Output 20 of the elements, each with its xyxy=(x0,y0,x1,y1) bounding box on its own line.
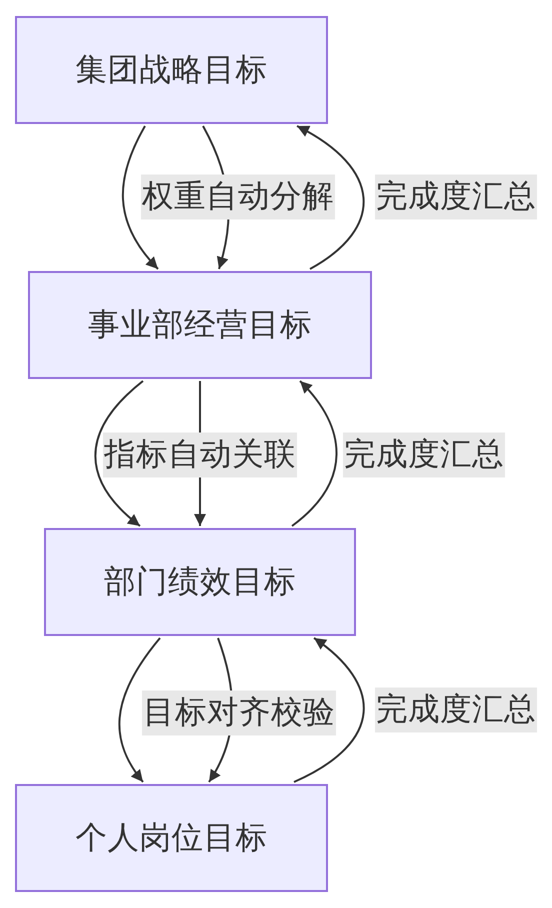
node-label: 集团战略目标 xyxy=(76,50,268,90)
node-label: 个人岗位目标 xyxy=(76,818,268,858)
arrow xyxy=(122,126,159,270)
edge-label: 指标自动关联 xyxy=(103,432,297,478)
edge-label: 权重自动分解 xyxy=(141,174,335,220)
edge-label: 完成度汇总 xyxy=(343,432,505,478)
edge-label: 完成度汇总 xyxy=(375,174,537,220)
arrow xyxy=(291,380,338,527)
arrow xyxy=(118,637,161,783)
node-label: 部门绩效目标 xyxy=(104,562,296,602)
edge-label: 目标对齐校验 xyxy=(142,690,336,736)
process-box xyxy=(15,16,328,124)
process-box xyxy=(44,528,356,636)
node-label: 事业部经营目标 xyxy=(88,306,312,345)
arrow xyxy=(94,380,144,527)
arrow xyxy=(296,125,364,270)
process-box xyxy=(28,271,372,379)
edge-label: 完成度汇总 xyxy=(375,688,537,732)
arrow xyxy=(294,637,365,783)
process-box xyxy=(15,784,328,892)
